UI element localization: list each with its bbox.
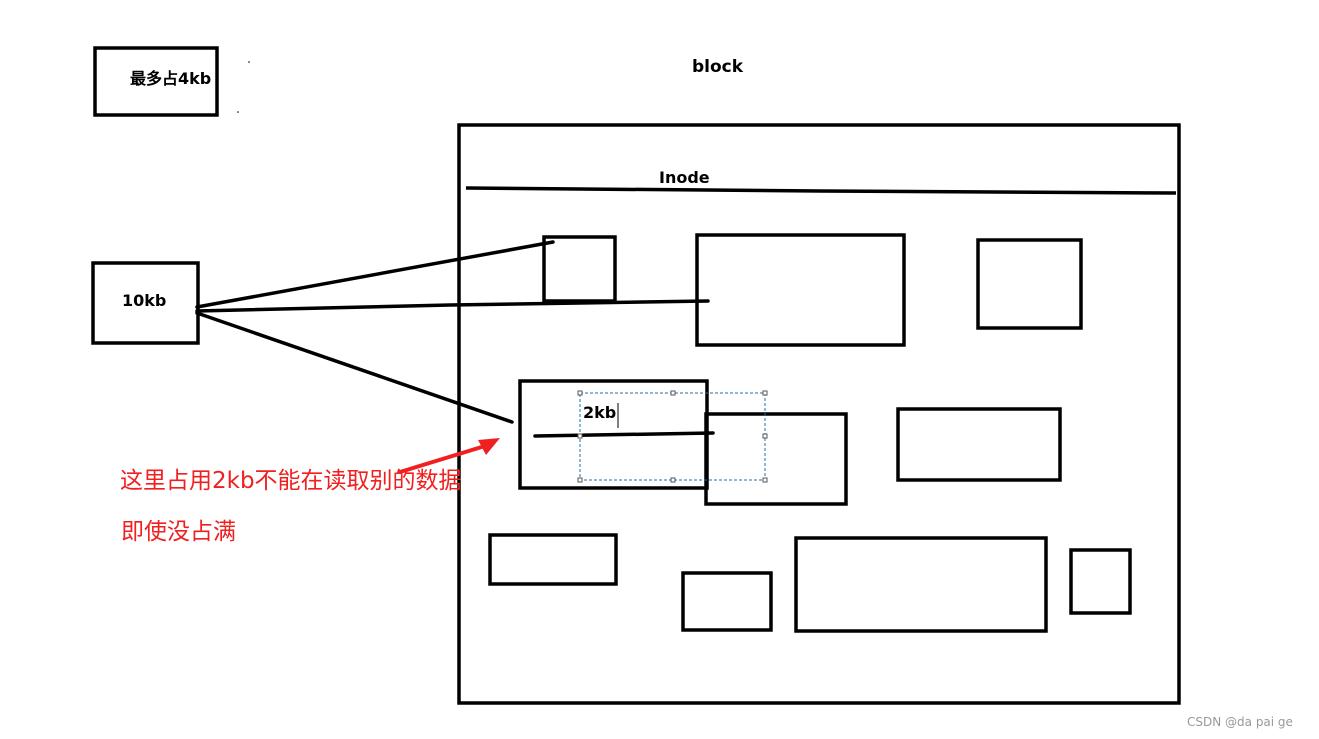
file-size-box bbox=[91, 261, 200, 345]
selection-handles[interactable] bbox=[577, 390, 768, 483]
used-size-label: 2kb bbox=[583, 403, 616, 422]
stray-dot bbox=[248, 61, 250, 63]
pointer-line bbox=[195, 240, 555, 309]
block-title: block bbox=[692, 57, 744, 77]
annotation-arrowhead bbox=[478, 438, 500, 455]
inode-divider bbox=[465, 186, 1177, 195]
stray-dot bbox=[237, 111, 239, 113]
data-block bbox=[488, 533, 618, 586]
file-size-label: 10kb bbox=[122, 291, 166, 310]
watermark: CSDN @da pai ge bbox=[1187, 715, 1293, 729]
pointer-line bbox=[195, 299, 710, 313]
data-block bbox=[976, 238, 1083, 330]
data-block bbox=[1069, 548, 1132, 615]
max-size-label: 最多占4kb bbox=[130, 69, 211, 88]
annotation-arrow bbox=[398, 444, 487, 474]
data-block bbox=[896, 407, 1062, 482]
data-block bbox=[704, 412, 848, 506]
annotation-line-1: 这里占用2kb不能在读取别的数据 bbox=[120, 468, 462, 494]
inode-label: Inode bbox=[659, 168, 710, 187]
block-container bbox=[457, 123, 1181, 705]
data-block bbox=[794, 536, 1048, 633]
data-block bbox=[695, 233, 906, 347]
max-size-box bbox=[93, 46, 219, 117]
data-block bbox=[681, 571, 773, 632]
data-block bbox=[542, 235, 617, 303]
annotation-line-2: 即使没占满 bbox=[121, 519, 236, 545]
fill-line bbox=[533, 431, 715, 438]
pointer-line bbox=[195, 311, 514, 424]
